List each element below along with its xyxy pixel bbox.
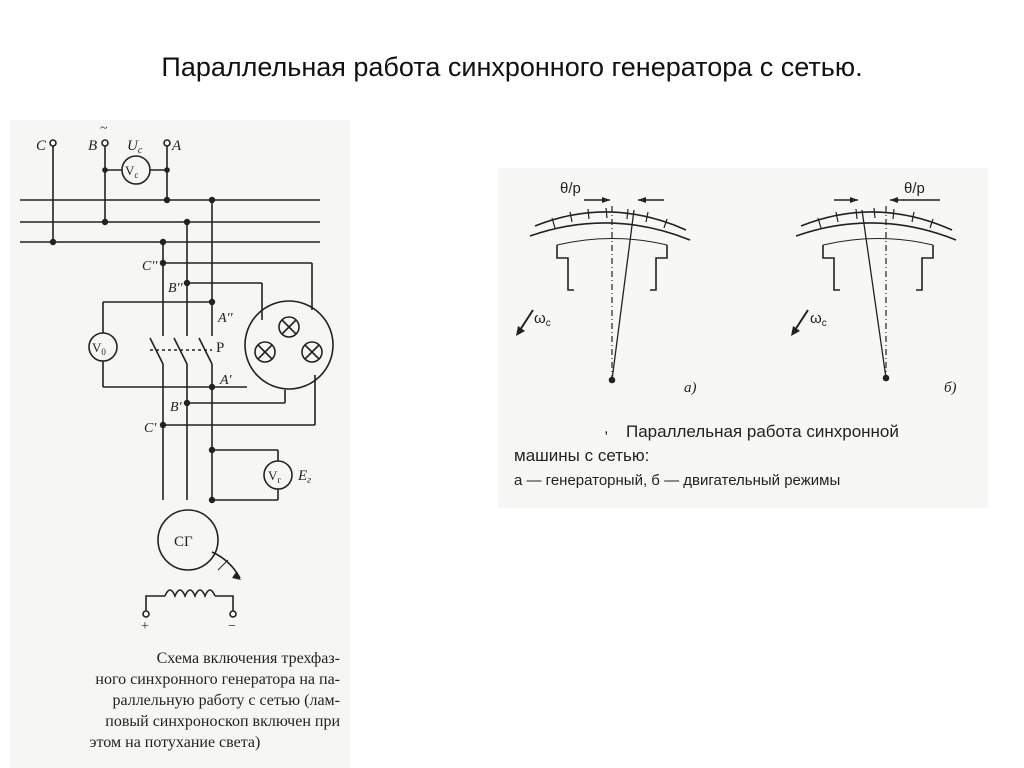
- label-theta-a: θ/p: [560, 180, 581, 197]
- label-generator: СГ: [174, 534, 193, 550]
- synchroscope-ring: [244, 300, 334, 390]
- label-b: б): [944, 380, 957, 396]
- label-b-double-prime: B'': [168, 281, 184, 296]
- lamp-left: [254, 341, 276, 363]
- lamp-top: [278, 316, 300, 338]
- label-a-double-prime: A'': [217, 311, 234, 326]
- label-terminal-b: B: [88, 138, 97, 154]
- rotation-arrow: [211, 551, 241, 579]
- label-terminal-a: A: [171, 138, 182, 154]
- circuit-caption-line: ного синхронного генератора на па-: [95, 671, 340, 688]
- label-uc: Uc: [127, 138, 143, 156]
- machine-diagram-a: θ/p ωc а): [516, 180, 697, 396]
- voltmeter-vg: [263, 460, 293, 490]
- circuit-scan-background: [10, 120, 350, 768]
- label-theta-b: θ/p: [904, 180, 925, 197]
- circuit-caption-line: этом на потухание света): [89, 734, 261, 751]
- label-b-prime: B': [170, 400, 183, 415]
- circuit-caption-line: повый синхроноскоп включен при: [105, 713, 340, 730]
- label-vg: Vг: [268, 468, 281, 485]
- machine-caption-line3: а — генераторный, б — двигательный режим…: [514, 472, 841, 489]
- voltmeter-vc: [121, 155, 151, 185]
- label-omega-a: ωc: [534, 310, 551, 329]
- caption-dot: ,: [604, 420, 609, 437]
- machine-caption-line1: Параллельная работа синхронной: [626, 422, 899, 441]
- label-minus: −: [228, 619, 236, 634]
- voltmeter-v0: [88, 332, 118, 362]
- axis-rotor-a: [611, 209, 635, 381]
- label-a: а): [684, 380, 697, 396]
- three-phase-circuit: C B ~ A Uc Vc C'' B'' A'': [20, 121, 334, 634]
- switch-p: [149, 330, 213, 365]
- axis-rotor-b: [861, 209, 887, 379]
- label-switch-p: P: [216, 340, 224, 356]
- label-c-prime: C': [144, 421, 157, 436]
- excitation-winding: [164, 589, 216, 599]
- label-v0: V0: [92, 340, 106, 357]
- label-terminal-c: C: [36, 138, 47, 154]
- label-c-double-prime: C'': [142, 259, 158, 274]
- label-eg: Eг: [297, 468, 311, 486]
- lamp-right: [301, 341, 323, 363]
- machine-diagram-b: θ/p ωc б): [791, 180, 957, 396]
- machine-caption-line2: машины с сетью:: [514, 446, 650, 465]
- label-a-prime: A': [219, 373, 233, 388]
- label-omega-b: ωc: [810, 310, 827, 329]
- circuit-caption-line: раллельную работу с сетью (лам-: [112, 692, 340, 709]
- circuit-caption-line: Схема включения трехфаз-: [156, 650, 340, 667]
- label-vc: Vc: [125, 163, 138, 180]
- label-tilde: ~: [100, 121, 108, 136]
- terminal-c: [49, 139, 57, 147]
- terminal-a: [163, 139, 171, 147]
- circuit-caption: Схема включения трехфаз- ного синхронног…: [10, 648, 340, 753]
- generator-sg: [157, 509, 219, 571]
- label-plus: +: [141, 619, 149, 634]
- slide-title: Параллельная работа синхронного генерато…: [161, 52, 863, 82]
- terminal-b: [101, 139, 109, 147]
